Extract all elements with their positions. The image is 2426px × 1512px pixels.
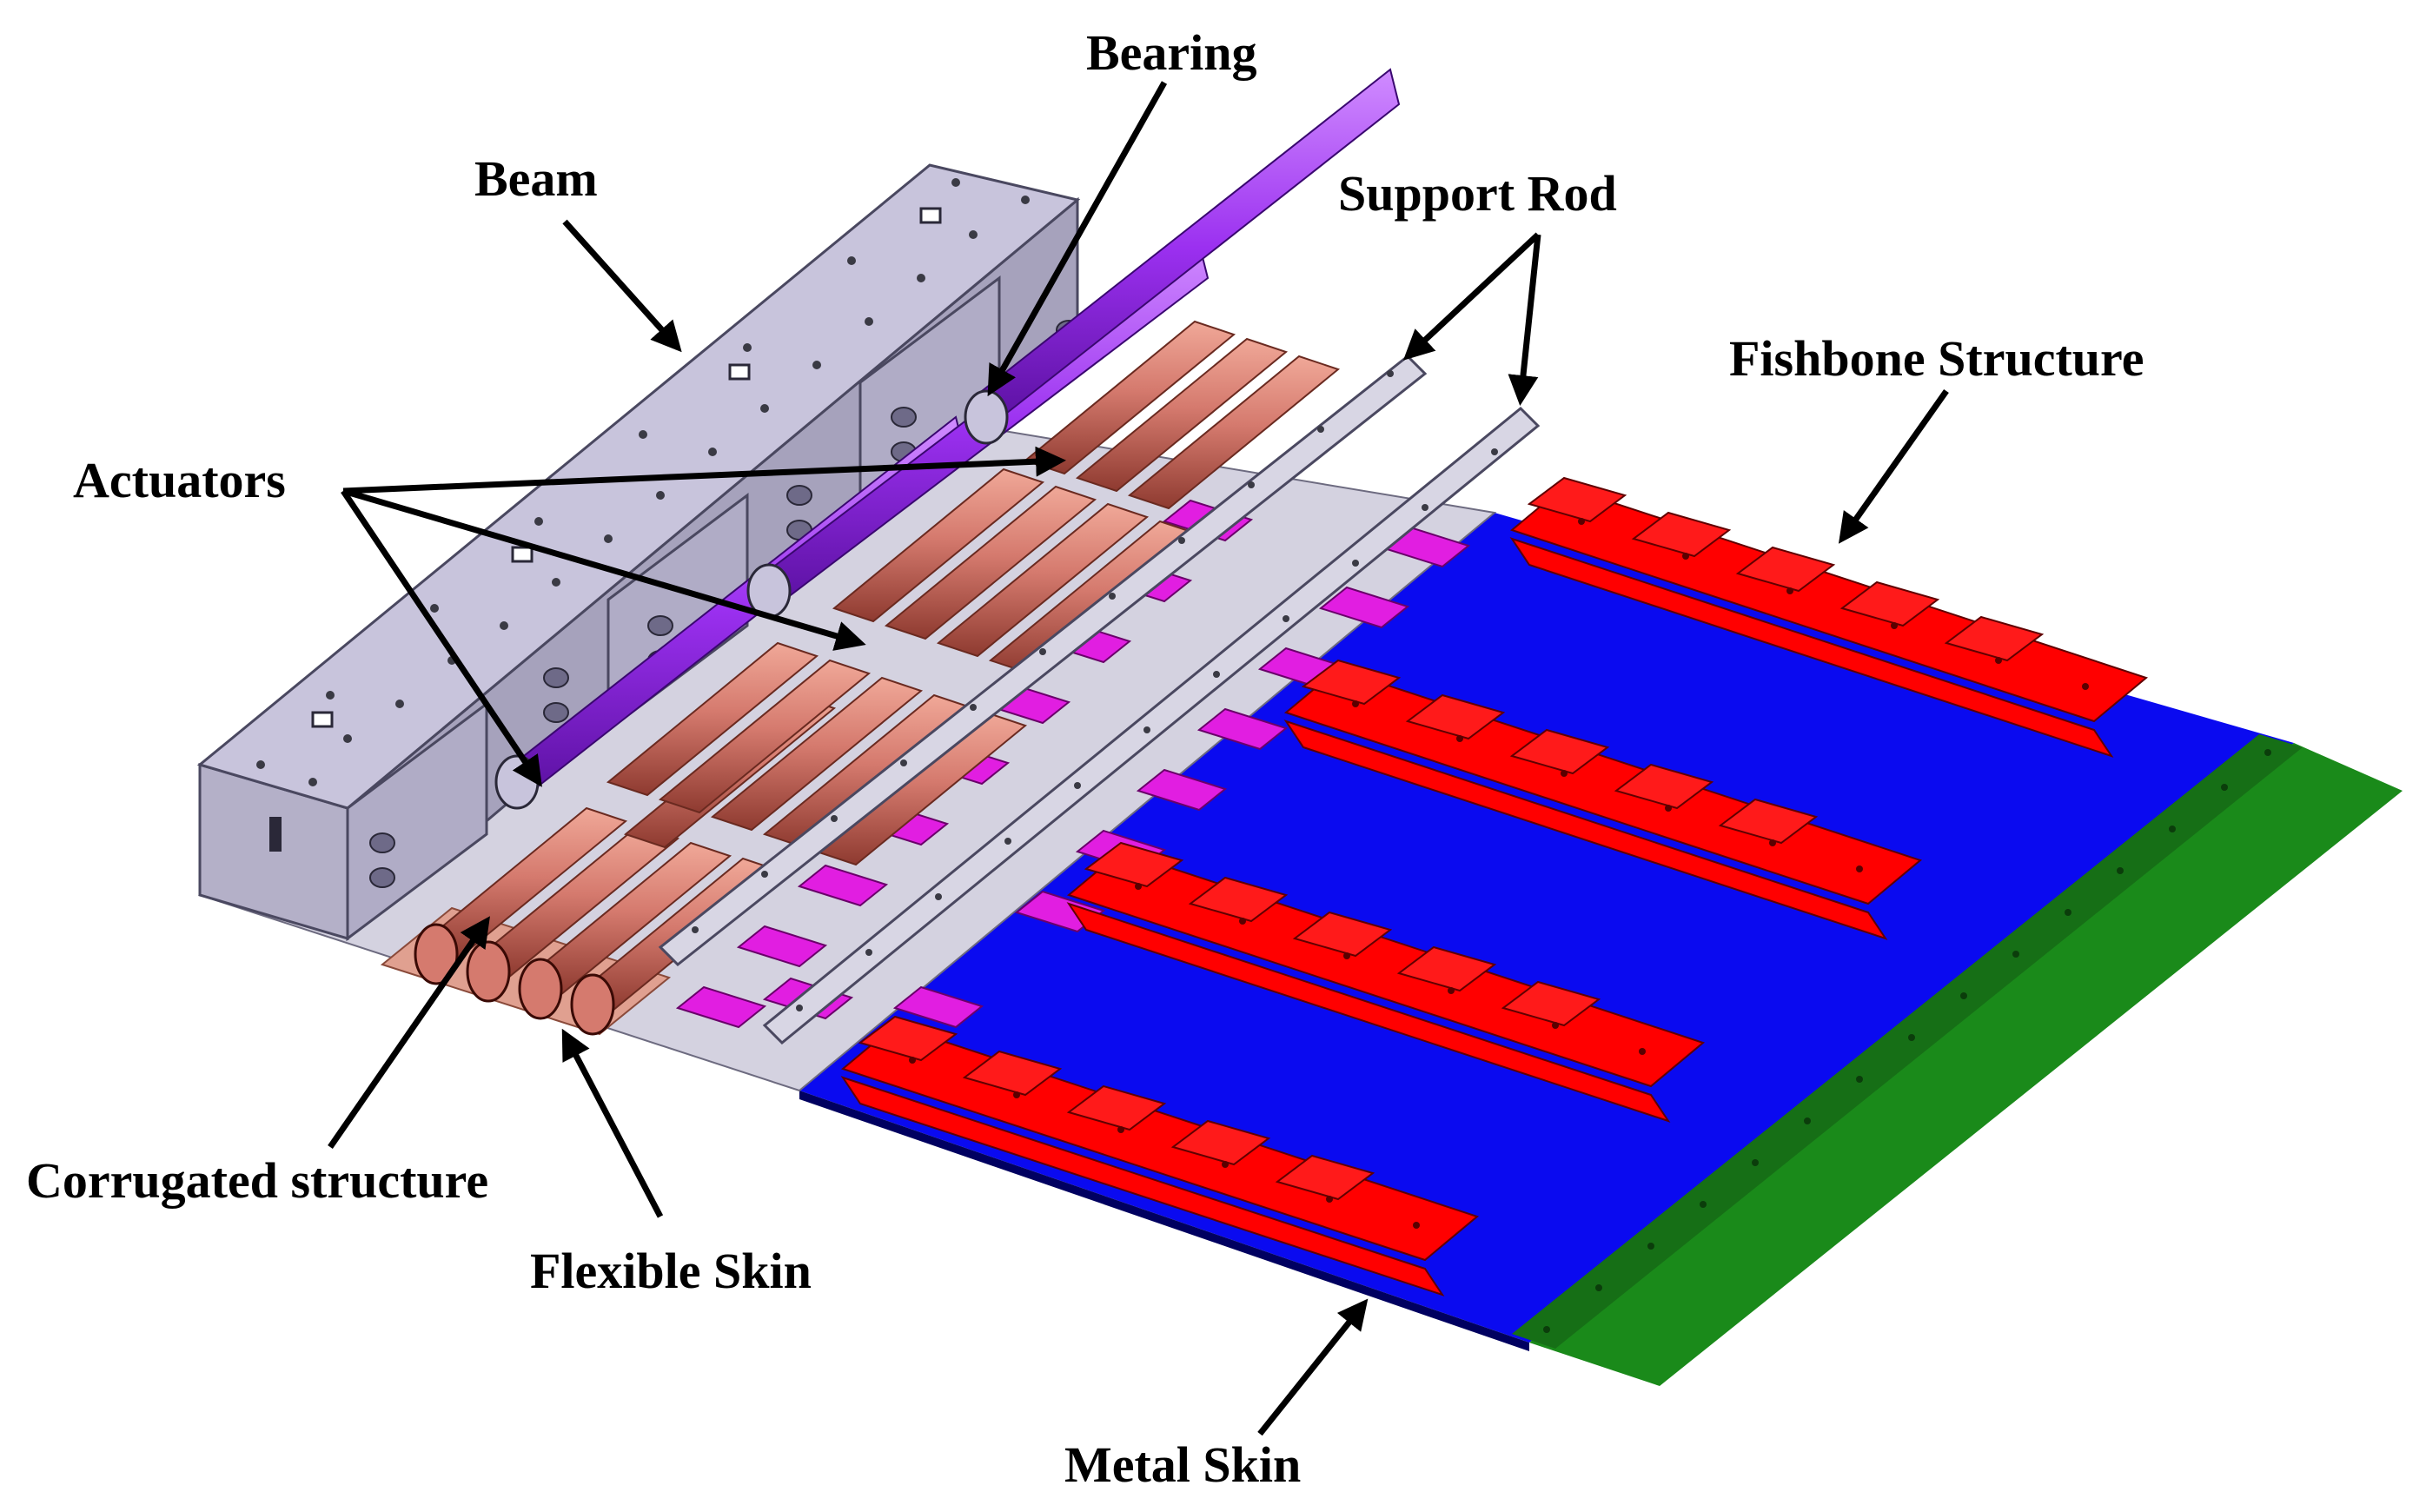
corrugated-ends: [414, 923, 615, 1036]
support-rod-holes: [692, 370, 1498, 1011]
label-bearing: Bearing: [1086, 24, 1257, 81]
label-actuators: Actuators: [73, 452, 286, 508]
trailing-edge: [1529, 743, 2403, 1386]
beam-rivets: [256, 178, 1030, 786]
trailing-edge-rivets: [1543, 749, 2271, 1333]
fishbone-teeth: [858, 476, 2045, 1201]
metal-skin-edge: [799, 1091, 1529, 1351]
label-corrugated-structure: Corrugated structure: [26, 1152, 488, 1209]
label-support-rod: Support Rod: [1338, 165, 1617, 222]
label-beam: Beam: [474, 150, 598, 207]
label-fishbone-structure: Fishbone Structure: [1729, 330, 2144, 387]
trailing-edge-strip: [1512, 734, 2303, 1349]
label-arrows: [328, 81, 1949, 1436]
label-flexible-skin: Flexible Skin: [530, 1243, 812, 1299]
actuator-cylinders: [414, 320, 1341, 1012]
label-metal-skin: Metal Skin: [1064, 1436, 1301, 1493]
fishbone-rivets: [909, 518, 2089, 1229]
support-rods: [658, 354, 1541, 1045]
beam-slots: [311, 207, 942, 728]
